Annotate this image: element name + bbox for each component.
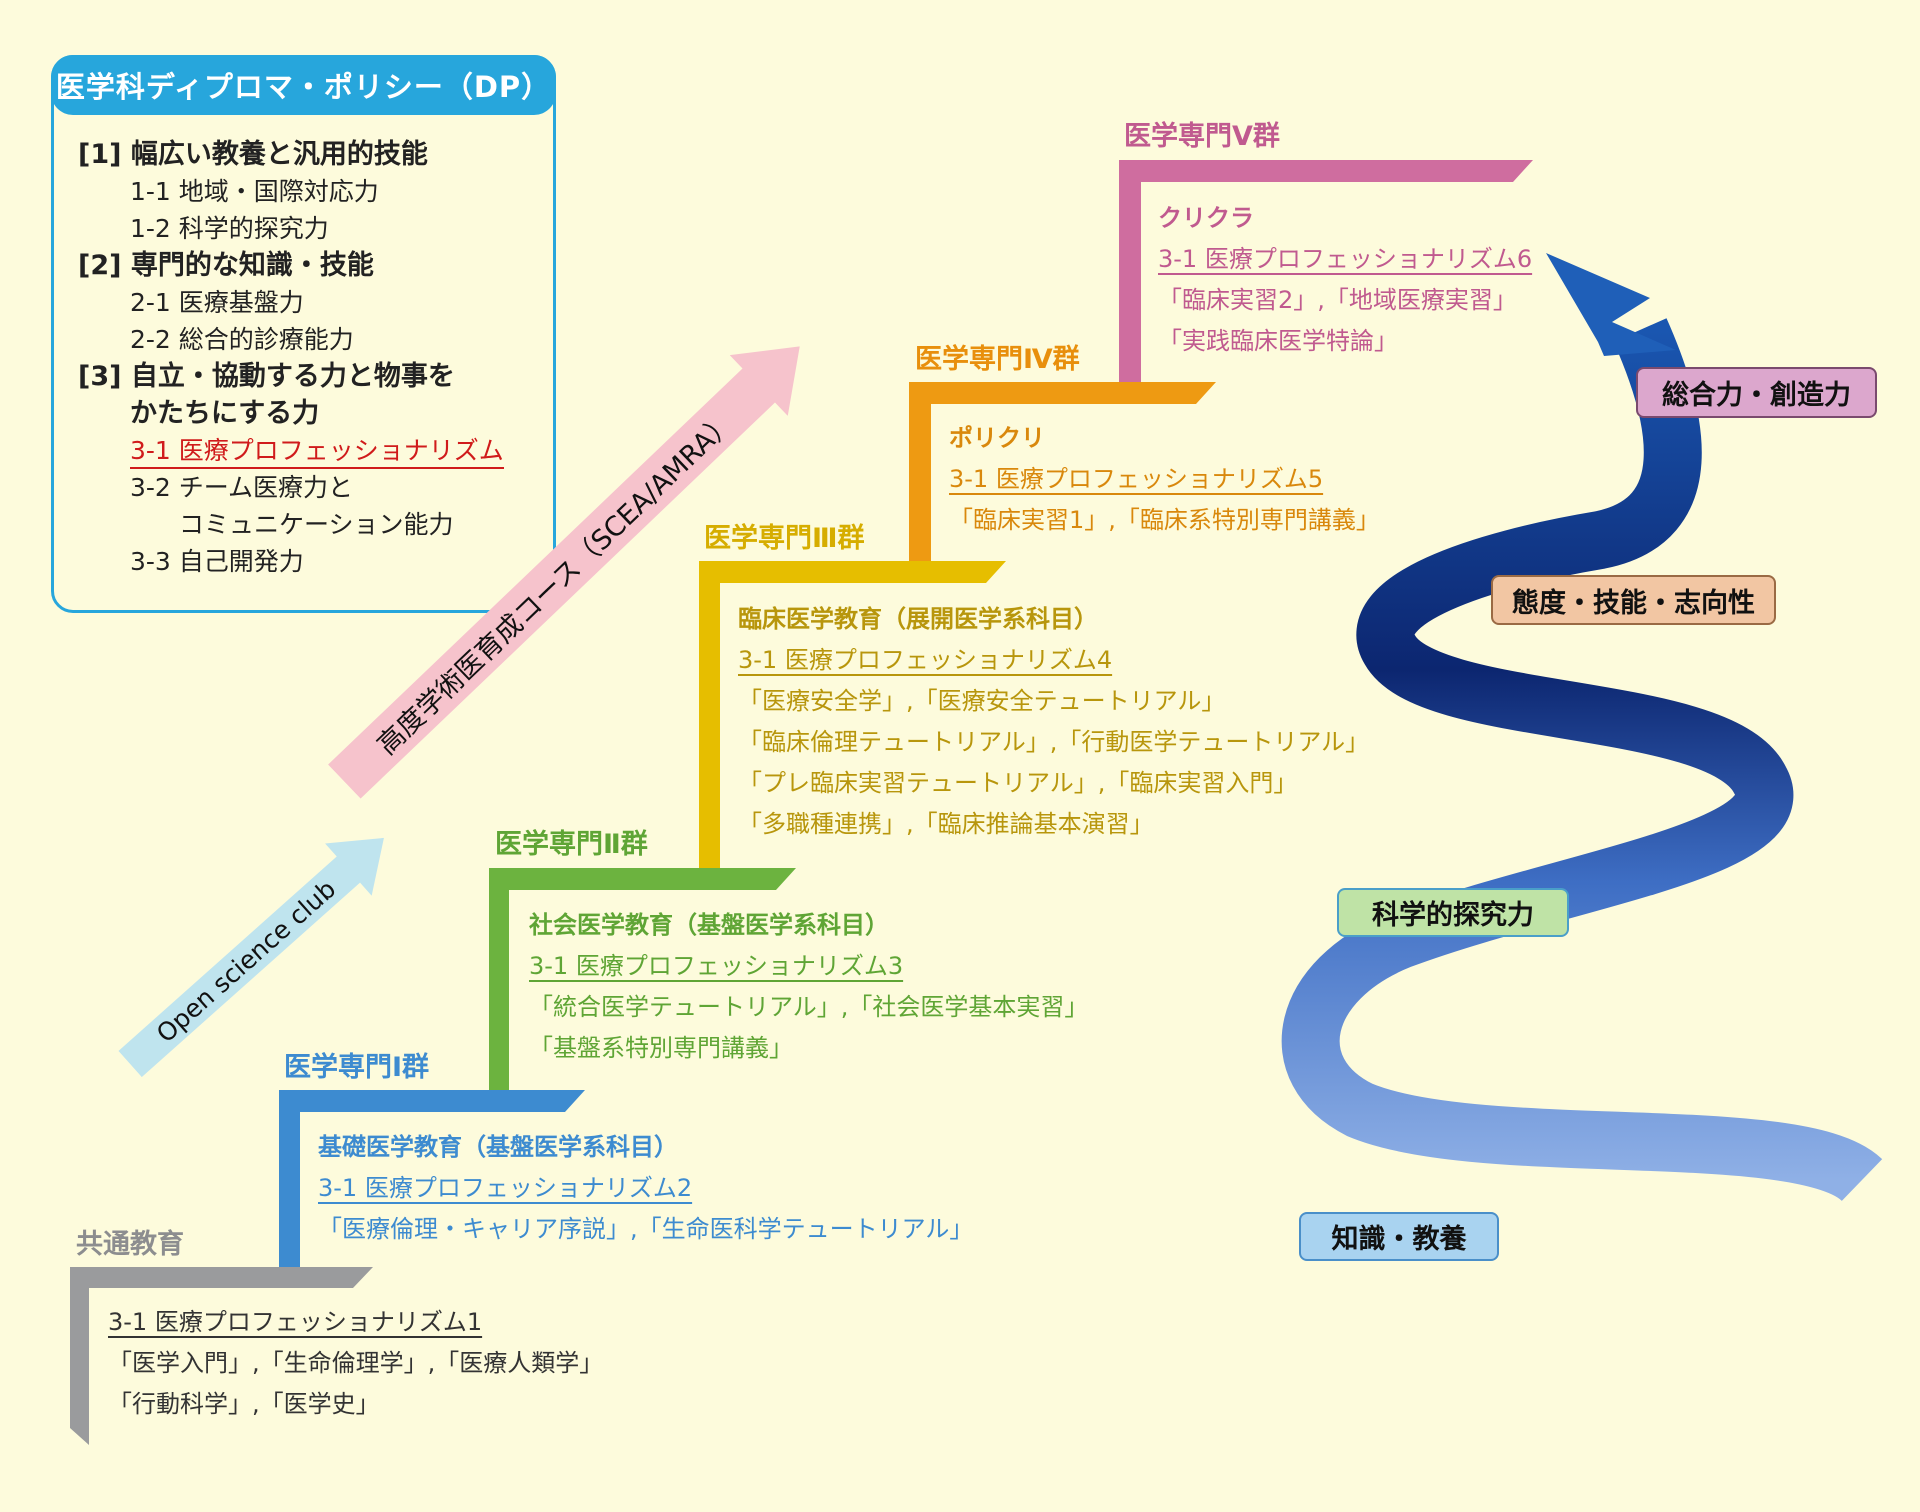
dp-item: 1-2 科学的探究力 xyxy=(130,214,329,243)
dp-item: かたちにする力 xyxy=(130,398,320,429)
step-title: クリクラ xyxy=(1158,204,1254,232)
badge-knowledge: 知識・教養 xyxy=(1299,1212,1499,1261)
level-label-common: 共通教育 xyxy=(76,1229,184,1260)
step-5-content: クリクラ 3-1 医療プロフェッショナリズム6 「臨床実習2」,「地域医療実習」… xyxy=(1158,198,1532,362)
level-label-4: 医学専門Ⅳ群 xyxy=(915,344,1080,375)
level-label-5: 医学専門Ⅴ群 xyxy=(1124,121,1280,152)
spiral-ribbon xyxy=(1281,318,1883,1203)
step-common-content: 3-1 医療プロフェッショナリズム1 「医学入門」,「生命倫理学」,「医療人類学… xyxy=(108,1302,603,1425)
dp-item: [2] 専門的な知識・技能 xyxy=(78,250,374,281)
professionalism-2: 3-1 医療プロフェッショナリズム2 xyxy=(318,1174,693,1202)
step-3-content: 臨床医学教育（展開医学系科目） 3-1 医療プロフェッショナリズム4 「医療安全… xyxy=(738,599,1369,845)
dp-item: コミュニケーション能力 xyxy=(179,510,454,539)
level-label-2: 医学専門Ⅱ群 xyxy=(495,829,648,860)
step-1-content: 基礎医学教育（基盤医学系科目） 3-1 医療プロフェッショナリズム2 「医療倫理… xyxy=(318,1127,973,1250)
diploma-policy-title: 医学科ディプロマ・ポリシー（DP） xyxy=(51,55,556,115)
dp-item: [1] 幅広い教養と汎用的技能 xyxy=(78,139,428,170)
badge-scientific-inquiry: 科学的探究力 xyxy=(1337,888,1569,937)
dp-item: 3-3 自己開発力 xyxy=(130,547,304,576)
course-line: 「統合医学テュートリアル」,「社会医学基本実習」 xyxy=(529,993,1089,1021)
step-title: ポリクリ xyxy=(949,424,1045,452)
course-line: 「臨床倫理テュートリアル」,「行動医学テュートリアル」 xyxy=(738,728,1370,756)
dp-item: 1-1 地域・国際対応力 xyxy=(130,177,379,206)
step-4 xyxy=(909,382,1216,561)
course-line: 「行動科学」,「医学史」 xyxy=(108,1390,380,1418)
course-line: 「実践臨床医学特論」 xyxy=(1158,327,1398,355)
course-line: 「医療倫理・キャリア序説」,「生命医科学テュートリアル」 xyxy=(318,1215,974,1243)
level-label-3: 医学専門Ⅲ群 xyxy=(704,523,865,554)
step-common xyxy=(70,1267,373,1445)
professionalism-3: 3-1 医療プロフェッショナリズム3 xyxy=(529,952,904,980)
professionalism-4: 3-1 医療プロフェッショナリズム4 xyxy=(738,646,1113,674)
course-line: 「医療安全学」,「医療安全テュートリアル」 xyxy=(738,687,1226,715)
step-1 xyxy=(279,1090,585,1267)
professionalism-1: 3-1 医療プロフェッショナリズム1 xyxy=(108,1308,483,1336)
course-line: 「臨床実習2」,「地域医療実習」 xyxy=(1158,286,1517,314)
dp-item: 3-2 チーム医療力と xyxy=(130,473,354,502)
dp-item: [3] 自立・協動する力と物事を xyxy=(78,361,455,392)
spiral-arrowhead-icon xyxy=(1546,253,1676,356)
step-title: 基礎医学教育（基盤医学系科目） xyxy=(318,1133,678,1161)
course-line: 「臨床実習1」,「臨床系特別専門講義」 xyxy=(949,506,1380,534)
professionalism-5: 3-1 医療プロフェッショナリズム5 xyxy=(949,465,1324,493)
dp-item: 2-2 総合的診療能力 xyxy=(130,325,354,354)
course-line: 「多職種連携」,「臨床推論基本演習」 xyxy=(738,810,1154,838)
diploma-policy-list: [1] 幅広い教養と汎用的技能 1-1 地域・国際対応力 1-2 科学的探究力 … xyxy=(78,136,504,580)
course-line: 「基盤系特別専門講義」 xyxy=(529,1034,793,1062)
badge-comprehensive: 総合力・創造力 xyxy=(1636,367,1877,418)
step-title: 臨床医学教育（展開医学系科目） xyxy=(738,605,1098,633)
diploma-policy-box: 医学科ディプロマ・ポリシー（DP） [1] 幅広い教養と汎用的技能 1-1 地域… xyxy=(51,55,556,613)
step-2-content: 社会医学教育（基盤医学系科目） 3-1 医療プロフェッショナリズム3 「統合医学… xyxy=(529,905,1088,1069)
course-line: 「プレ臨床実習テュートリアル」,「臨床実習入門」 xyxy=(738,769,1298,797)
dp-item: 2-1 医療基盤力 xyxy=(130,288,304,317)
level-label-1: 医学専門Ⅰ群 xyxy=(284,1052,430,1083)
professionalism-6: 3-1 医療プロフェッショナリズム6 xyxy=(1158,245,1533,273)
course-line: 「医学入門」,「生命倫理学」,「医療人類学」 xyxy=(108,1349,604,1377)
step-title: 社会医学教育（基盤医学系科目） xyxy=(529,911,889,939)
dp-item-highlight: 3-1 医療プロフェッショナリズム xyxy=(130,435,504,469)
step-4-content: ポリクリ 3-1 医療プロフェッショナリズム5 「臨床実習1」,「臨床系特別専門… xyxy=(949,418,1380,541)
badge-attitude: 態度・技能・志向性 xyxy=(1491,575,1776,625)
